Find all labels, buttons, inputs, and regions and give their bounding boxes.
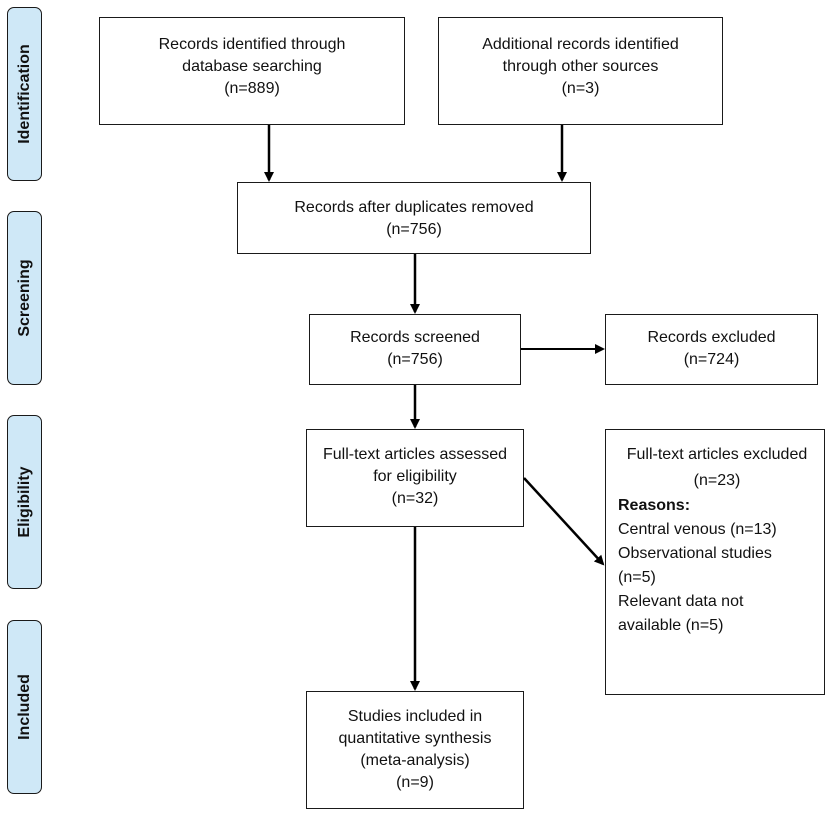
included-count: (n=9) (396, 774, 434, 791)
other-sources-count: (n=3) (561, 80, 600, 97)
screened-line1: Records screened (350, 329, 480, 346)
fulltext-assessed-line2: for eligibility (373, 468, 457, 485)
box-database-search: Records identified through database sear… (99, 17, 405, 125)
database-line2: database searching (182, 58, 322, 75)
phase-included: Included (7, 620, 42, 794)
included-line1: Studies included in (347, 708, 483, 725)
excluded-line1: Records excluded (647, 329, 776, 346)
reason-item: Observational studies (618, 545, 772, 562)
phase-screening: Screening (7, 211, 42, 385)
box-records-excluded: Records excluded (n=724) (605, 314, 818, 385)
database-count: (n=889) (224, 80, 280, 97)
box-studies-included: Studies included in quantitative synthes… (306, 691, 524, 809)
box-fulltext-assessed: Full-text articles assessed for eligibil… (306, 429, 524, 527)
reasons-label: Reasons: (618, 497, 691, 514)
fulltext-assessed-line1: Full-text articles assessed (322, 446, 508, 463)
box-records-screened: Records screened (n=756) (309, 314, 521, 385)
other-sources-line1: Additional records identified (482, 36, 679, 53)
fulltext-assessed-count: (n=32) (391, 490, 439, 507)
box-fulltext-excluded: Full-text articles excluded (n=23) Reaso… (605, 429, 825, 695)
reason-item: Relevant data not (618, 593, 744, 610)
box-after-duplicates: Records after duplicates removed (n=756) (237, 182, 591, 254)
after-duplicates-line1: Records after duplicates removed (294, 199, 534, 216)
included-line3: (meta-analysis) (360, 752, 470, 769)
after-duplicates-count: (n=756) (386, 221, 442, 238)
fulltext-excluded-title: Full-text articles excluded (626, 446, 808, 463)
phase-eligibility: Eligibility (7, 415, 42, 589)
fulltext-excluded-count: (n=23) (693, 472, 741, 489)
included-line2: quantitative synthesis (338, 730, 492, 747)
other-sources-line2: through other sources (502, 58, 659, 75)
reason-item: available (n=5) (618, 617, 724, 634)
excluded-count: (n=724) (683, 351, 740, 368)
reason-item: (n=5) (618, 569, 656, 586)
arrow-fulltext-to-excluded (523, 477, 605, 566)
screened-count: (n=756) (387, 351, 443, 368)
phase-identification: Identification (7, 7, 42, 181)
box-other-sources: Additional records identified through ot… (438, 17, 723, 125)
reason-item: Central venous (n=13) (618, 521, 777, 538)
database-line1: Records identified through (158, 36, 346, 53)
